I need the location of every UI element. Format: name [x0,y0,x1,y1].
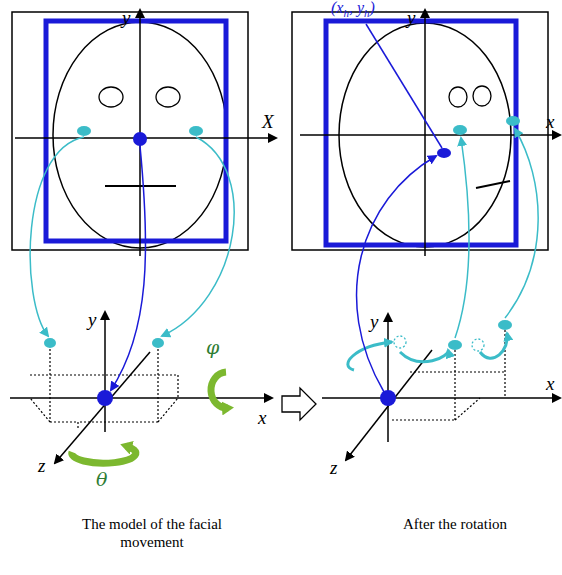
axis-label: z [38,456,45,475]
axis-label: x [258,408,266,427]
axis-label: X [262,112,274,131]
axis-label: y [88,310,96,329]
subscript: h [364,8,370,19]
coordinate-text: (x [331,0,343,16]
rotated-axes [322,314,560,460]
caption: After the rotation [370,515,540,533]
model-axes [10,312,272,463]
coordinate-text: , y [349,0,364,16]
axis-label: y [122,8,130,27]
caption: The model of the facial movement [52,515,252,551]
transition-arrow [282,388,316,420]
face-image-before [12,10,276,256]
coordinate-label: (xh, yh) [331,0,375,19]
rotation-label: φ [206,338,219,357]
axis-label: x [546,112,554,131]
axis-label: z [330,458,337,477]
axis-label: y [407,8,415,27]
subscript: h [343,8,349,19]
rotation-label: θ [96,470,107,489]
axis-label: x [546,374,554,393]
axis-label: y [370,312,378,331]
correspondence-arrows [30,129,538,392]
coordinate-text: ) [370,0,375,16]
face-image-after [292,10,560,256]
